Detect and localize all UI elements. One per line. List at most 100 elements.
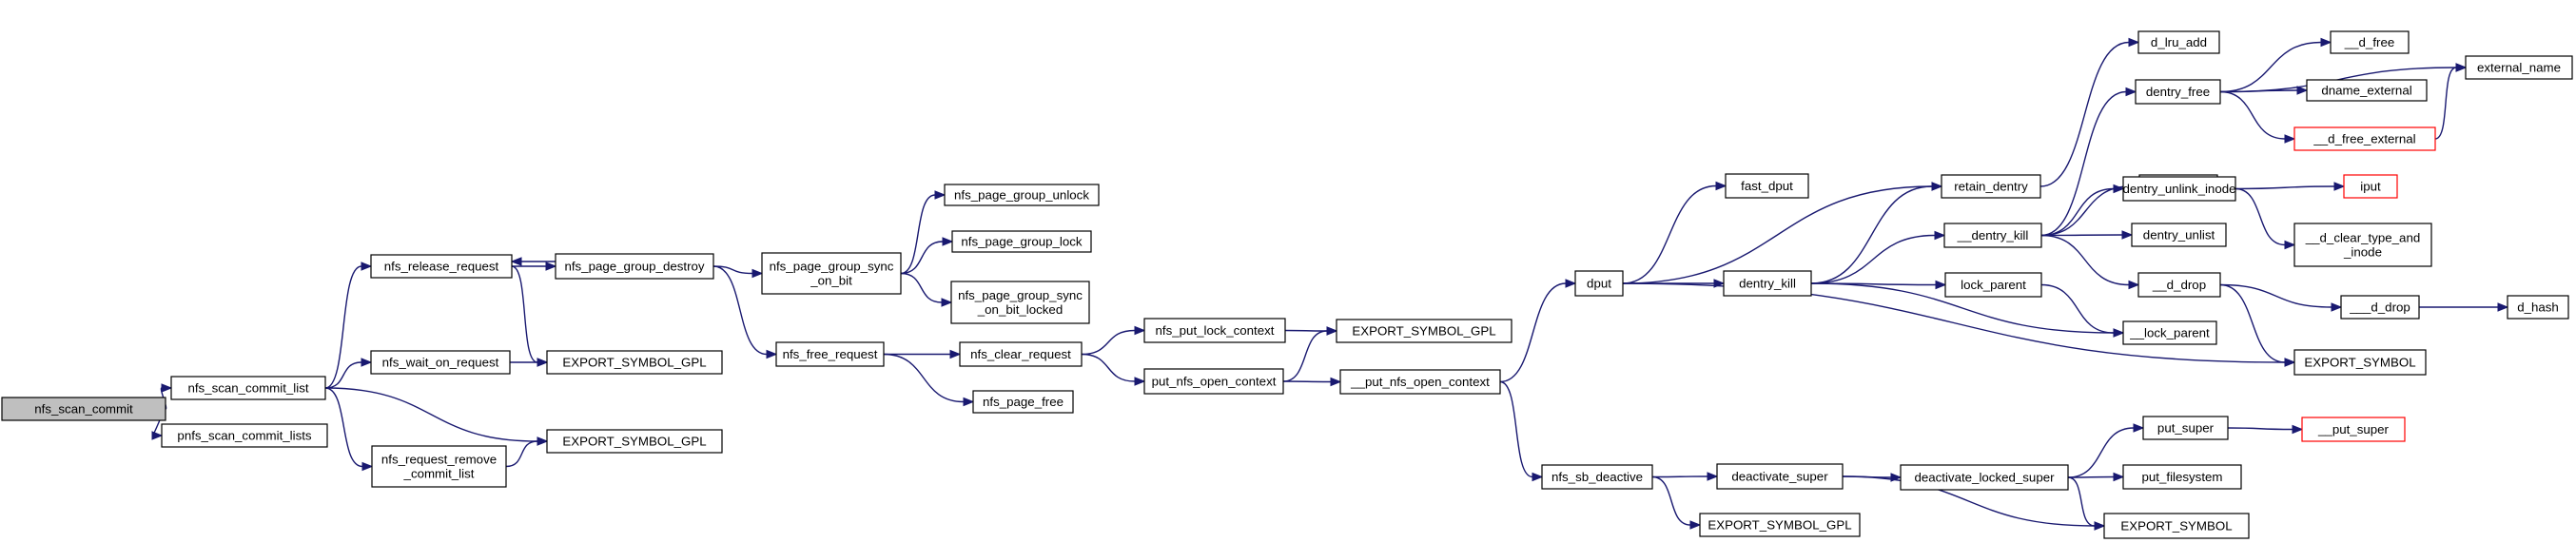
node-nfs-page-group-destroy[interactable]: nfs_page_group_destroy bbox=[555, 253, 714, 280]
node-dentry-unlist[interactable]: dentry_unlist bbox=[2131, 223, 2227, 247]
node-iput[interactable]: iput bbox=[2343, 174, 2398, 199]
node-box[interactable] bbox=[1944, 272, 2042, 298]
node-external-name[interactable]: external_name bbox=[2465, 55, 2573, 80]
node-box[interactable] bbox=[2306, 79, 2428, 102]
node-nfs-wait-on-request[interactable]: nfs_wait_on_request bbox=[370, 350, 511, 375]
node-nfs-page-free[interactable]: nfs_page_free bbox=[972, 390, 1074, 414]
node-box[interactable] bbox=[1941, 174, 2041, 199]
node-export-gpl-3[interactable]: EXPORT_SYMBOL_GPL bbox=[1336, 319, 1512, 343]
node-nfs-page-group-sync-on-bit-locked[interactable]: nfs_page_group_sync_on_bit_locked bbox=[950, 281, 1090, 324]
node-pnfs-scan-commit-lists[interactable]: pnfs_scan_commit_lists bbox=[161, 423, 328, 448]
node-nfs-page-group-unlock[interactable]: nfs_page_group_unlock bbox=[944, 184, 1100, 206]
node-box[interactable] bbox=[1723, 270, 1812, 297]
node-dput[interactable]: dput bbox=[1574, 270, 1624, 297]
node-box[interactable] bbox=[1725, 173, 1809, 199]
node-box[interactable] bbox=[1541, 464, 1653, 490]
node-deactivate-super[interactable]: deactivate_super bbox=[1716, 463, 1844, 490]
node-d-hash[interactable]: d_hash bbox=[2507, 295, 2569, 320]
node-nfs-scan-commit[interactable]: nfs_scan_commit bbox=[1, 397, 166, 421]
node-put-nfs-open-context[interactable]: put_nfs_open_context bbox=[1143, 368, 1284, 395]
node-dname-external[interactable]: dname_external bbox=[2306, 79, 2428, 102]
node-d-drop[interactable]: ___d_drop bbox=[2340, 295, 2420, 320]
node-box[interactable] bbox=[2122, 320, 2217, 345]
node-box[interactable] bbox=[2343, 174, 2398, 199]
arrowhead bbox=[766, 349, 778, 359]
node-box[interactable] bbox=[1943, 223, 2042, 248]
node-d-lru-add[interactable]: d_lru_add bbox=[2137, 30, 2220, 54]
node-box[interactable] bbox=[2131, 223, 2227, 247]
node-box[interactable] bbox=[2103, 513, 2250, 539]
node-box[interactable] bbox=[1143, 318, 1286, 343]
node-box[interactable] bbox=[2122, 464, 2242, 490]
node-export-gpl-4[interactable]: EXPORT_SYMBOL_GPL bbox=[1699, 513, 1861, 537]
node-box[interactable] bbox=[1, 397, 166, 421]
node-nfs-free-request[interactable]: nfs_free_request bbox=[775, 341, 885, 367]
node-d-drop[interactable]: __d_drop bbox=[2137, 272, 2221, 298]
node-box[interactable] bbox=[371, 445, 507, 488]
node-nfs-request-remove-commit-list[interactable]: nfs_request_remove_commit_list bbox=[371, 445, 507, 488]
node-retain-dentry[interactable]: retain_dentry bbox=[1941, 174, 2041, 199]
node-dentry-free[interactable]: dentry_free bbox=[2135, 79, 2221, 105]
node-dentry-kill[interactable]: dentry_kill bbox=[1723, 270, 1812, 297]
node-nfs-sb-deactive[interactable]: nfs_sb_deactive bbox=[1541, 464, 1653, 490]
node-box[interactable] bbox=[2135, 79, 2221, 105]
node-dentry-unlink-inode[interactable]: dentry_unlink_inode bbox=[2122, 176, 2236, 202]
node-nfs-release-request[interactable]: nfs_release_request bbox=[370, 254, 513, 279]
node-box[interactable] bbox=[1143, 368, 1284, 395]
node-put-super[interactable]: put_super bbox=[2142, 416, 2229, 440]
node-box[interactable] bbox=[2293, 349, 2427, 376]
node-box[interactable] bbox=[2137, 272, 2221, 298]
node-box[interactable] bbox=[555, 253, 714, 280]
node-box[interactable] bbox=[951, 230, 1092, 253]
node-box[interactable] bbox=[2293, 223, 2432, 267]
node-export-symbol-1[interactable]: EXPORT_SYMBOL bbox=[2293, 349, 2427, 376]
node-nfs-page-group-sync-on-bit[interactable]: nfs_page_group_sync_on_bit bbox=[761, 252, 902, 295]
node-box[interactable] bbox=[2301, 417, 2406, 442]
node-box[interactable] bbox=[761, 252, 902, 295]
node-d-free-external[interactable]: __d_free_external bbox=[2293, 126, 2436, 151]
node-box[interactable] bbox=[161, 423, 328, 448]
node-box[interactable] bbox=[2507, 295, 2569, 320]
node-box[interactable] bbox=[775, 341, 885, 367]
node-box[interactable] bbox=[2293, 126, 2436, 151]
node-deactivate-locked-super[interactable]: deactivate_locked_super bbox=[1900, 464, 2069, 491]
node-lock-parent[interactable]: lock_parent bbox=[1944, 272, 2042, 298]
node-box[interactable] bbox=[2465, 55, 2573, 80]
node-lock-parent[interactable]: __lock_parent bbox=[2122, 320, 2217, 345]
node-box[interactable] bbox=[959, 341, 1083, 367]
node-put-super[interactable]: __put_super bbox=[2301, 417, 2406, 442]
node-d-clear-type-and-inode[interactable]: __d_clear_type_and_inode bbox=[2293, 223, 2432, 267]
node-dentry-kill[interactable]: __dentry_kill bbox=[1943, 223, 2042, 248]
node-box[interactable] bbox=[1574, 270, 1624, 297]
node-box[interactable] bbox=[1900, 464, 2069, 491]
node-export-gpl-2[interactable]: EXPORT_SYMBOL_GPL bbox=[546, 429, 723, 454]
node-d-free[interactable]: __d_free bbox=[2330, 30, 2410, 54]
node-fast-dput[interactable]: fast_dput bbox=[1725, 173, 1809, 199]
node-box[interactable] bbox=[944, 184, 1100, 206]
node-nfs-scan-commit-list[interactable]: nfs_scan_commit_list bbox=[170, 376, 326, 400]
node-nfs-put-lock-context[interactable]: nfs_put_lock_context bbox=[1143, 318, 1286, 343]
node-box[interactable] bbox=[1336, 319, 1512, 343]
node-box[interactable] bbox=[546, 350, 723, 375]
node-box[interactable] bbox=[170, 376, 326, 400]
node-box[interactable] bbox=[1699, 513, 1861, 537]
node-box[interactable] bbox=[2340, 295, 2420, 320]
node-box[interactable] bbox=[1339, 369, 1501, 395]
node-box[interactable] bbox=[2137, 30, 2220, 54]
node-put-nfs-open-context[interactable]: __put_nfs_open_context bbox=[1339, 369, 1501, 395]
arrowhead bbox=[1707, 472, 1719, 481]
node-box[interactable] bbox=[972, 390, 1074, 414]
node-export-symbol-2[interactable]: EXPORT_SYMBOL bbox=[2103, 513, 2250, 539]
node-box[interactable] bbox=[546, 429, 723, 454]
node-box[interactable] bbox=[1716, 463, 1844, 490]
node-nfs-page-group-lock[interactable]: nfs_page_group_lock bbox=[951, 230, 1092, 253]
node-box[interactable] bbox=[2122, 176, 2236, 202]
node-export-gpl-1[interactable]: EXPORT_SYMBOL_GPL bbox=[546, 350, 723, 375]
node-box[interactable] bbox=[950, 281, 1090, 324]
node-put-filesystem[interactable]: put_filesystem bbox=[2122, 464, 2242, 490]
node-box[interactable] bbox=[2142, 416, 2229, 440]
node-box[interactable] bbox=[2330, 30, 2410, 54]
node-box[interactable] bbox=[370, 350, 511, 375]
node-box[interactable] bbox=[370, 254, 513, 279]
node-nfs-clear-request[interactable]: nfs_clear_request bbox=[959, 341, 1083, 367]
